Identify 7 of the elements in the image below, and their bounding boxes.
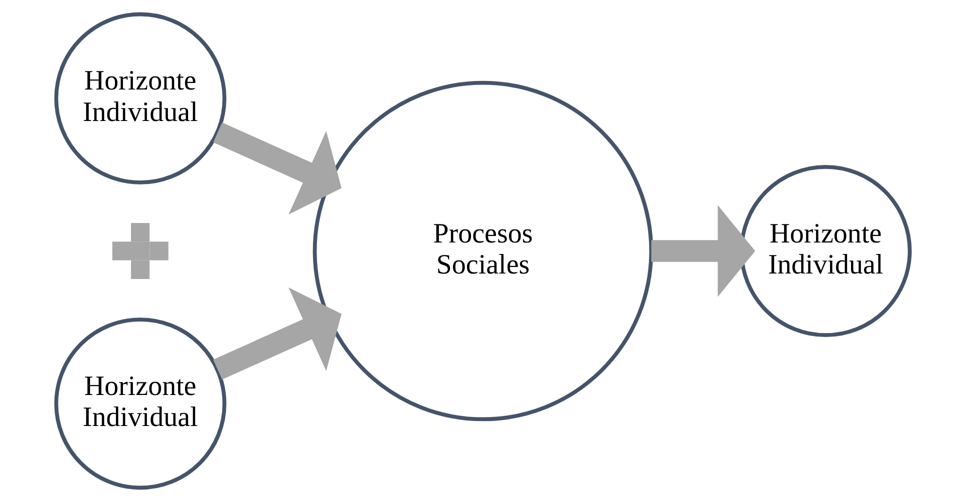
node-circle: Horizonte Individual	[54, 12, 226, 184]
node-circle: Horizonte Individual	[54, 318, 226, 490]
node-circle: Procesos Sociales	[312, 80, 653, 422]
arrow	[212, 287, 342, 380]
arrow	[650, 205, 755, 297]
node-circle: Horizonte Individual	[739, 164, 912, 338]
arrow	[212, 122, 342, 215]
